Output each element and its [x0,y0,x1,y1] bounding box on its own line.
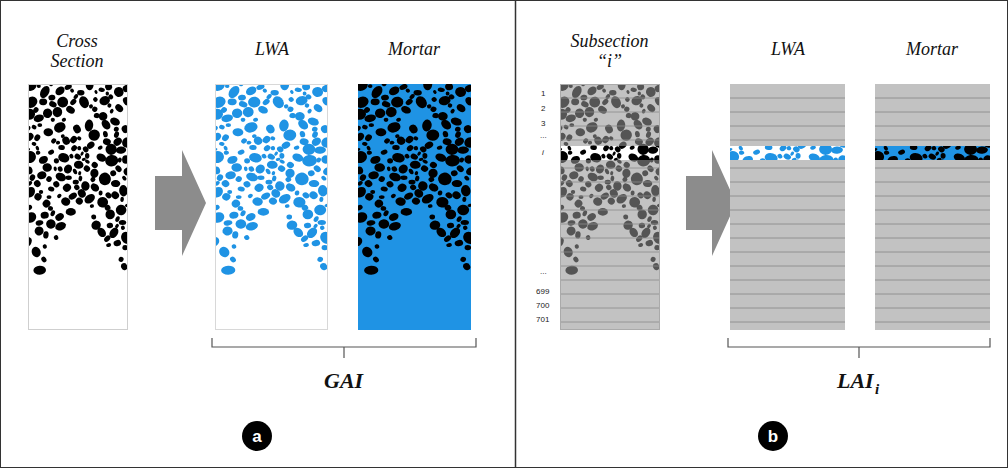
subscript: i [875,381,879,398]
cross-section-image [28,84,128,330]
mortar-strip-image [875,84,990,330]
index-label: GAI [324,369,363,393]
row-number: i [542,149,544,158]
row-number: 1 [541,90,545,99]
panel-letter: b [768,428,778,445]
row-number: 699 [536,288,549,297]
row-number: 701 [536,316,549,325]
panel-letter: a [252,428,261,445]
panel-label: LWA [255,40,289,60]
panel-label: LWA [771,40,805,60]
row-number: ... [540,268,547,277]
panel-label: Mortar [906,40,958,60]
subsection-image [560,84,660,330]
bracket [728,338,990,358]
panel-badge: a [242,421,272,451]
row-number: 3 [541,120,545,129]
block-arrow [686,150,736,256]
image-border [561,85,660,330]
lwa-strip-image [730,84,845,330]
section-title: Subsection “i” [562,32,657,72]
mortar-image [358,84,471,330]
section-title: Cross Section [42,32,112,72]
block-arrow [155,150,206,256]
index-label: LAI [837,369,874,393]
lwa-image [215,84,328,330]
image-border [216,85,328,330]
panel-divider [515,0,517,468]
row-number: 2 [541,105,545,114]
panel-badge: b [758,421,788,451]
image-border [29,85,128,330]
row-number: ... [540,132,547,141]
bracket [212,338,476,358]
panel-label: Mortar [388,40,440,60]
row-number: 700 [536,302,549,311]
